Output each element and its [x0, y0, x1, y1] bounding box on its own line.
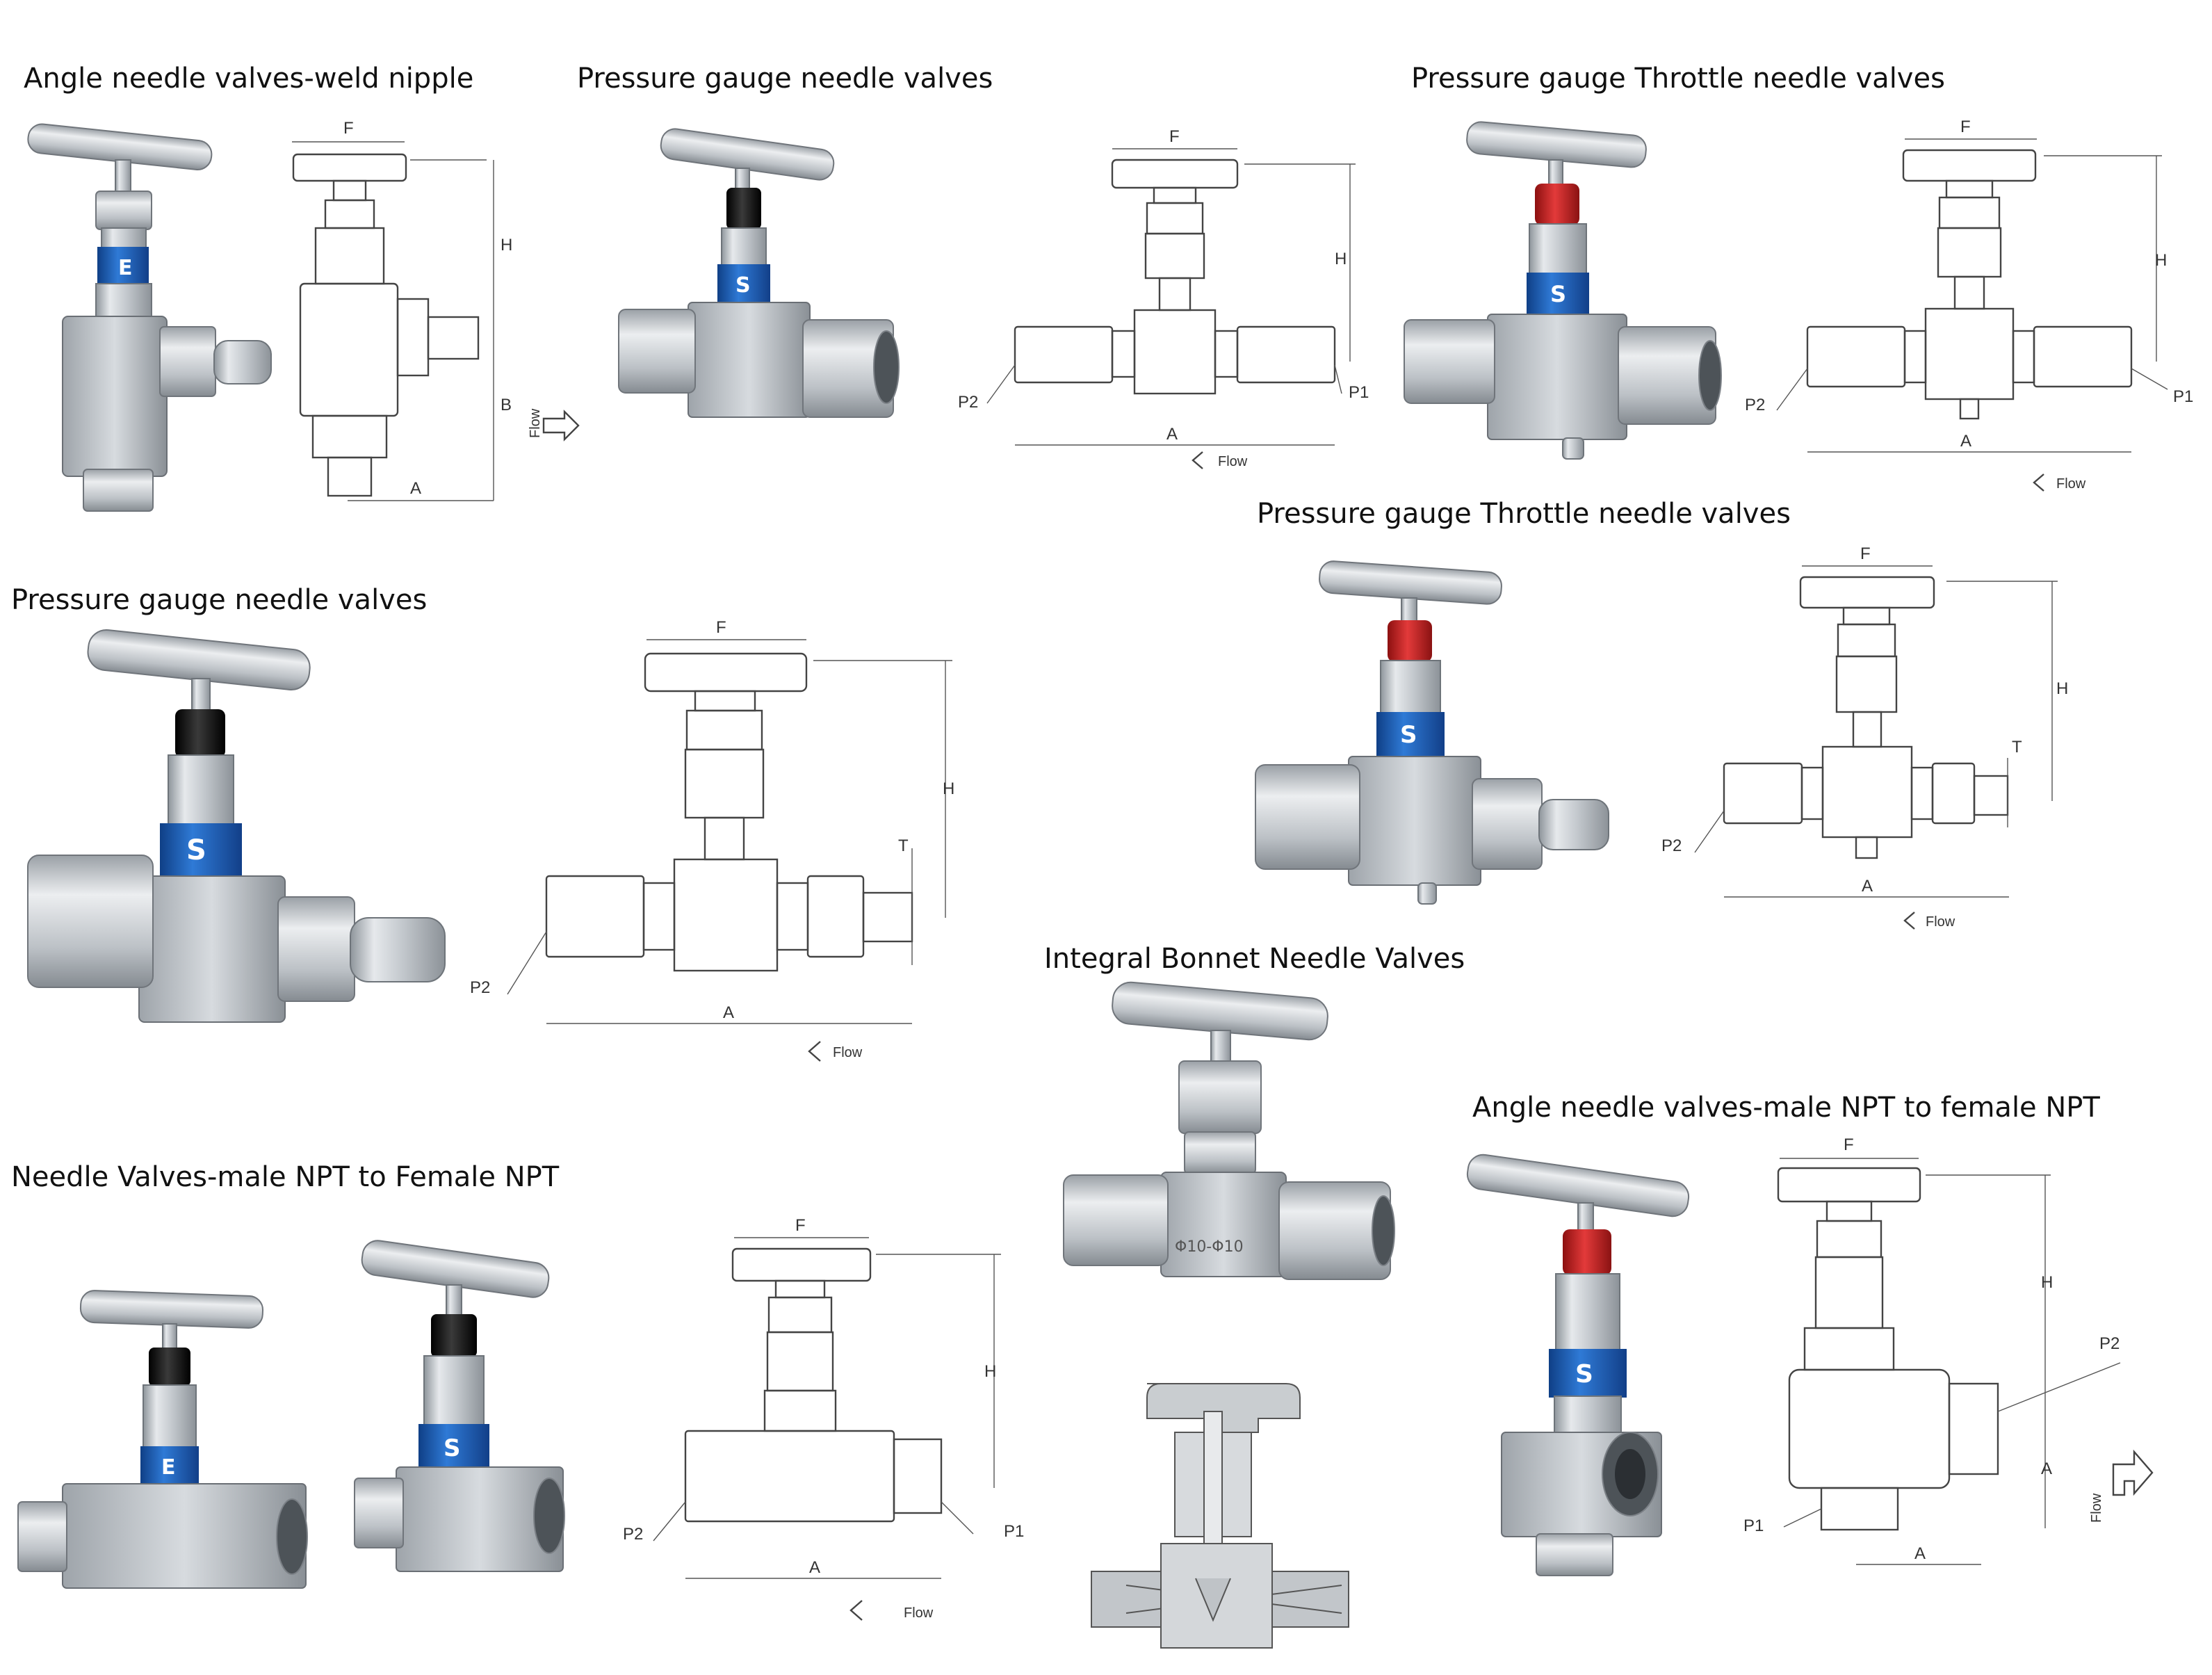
drawing-angle-weld-nipple: F H B A Flow — [292, 111, 598, 521]
label-p1-1: P1 — [1349, 383, 1369, 402]
label-p2-4: P2 — [470, 978, 490, 997]
label-p2-1: P2 — [958, 393, 978, 412]
label-p2-3: P2 — [1661, 836, 1682, 855]
label-p2-6: P2 — [623, 1525, 643, 1544]
photo-needle-npt-left: E — [14, 1279, 320, 1599]
dim-label-t-2: T — [898, 836, 909, 855]
dim-label-h-3: H — [2155, 251, 2167, 270]
drawing-integral-bonnet-section — [1084, 1370, 1363, 1669]
photo-angle-male-female-npt: S — [1460, 1147, 1703, 1578]
dim-label-h-2: H — [1335, 250, 1347, 268]
dim-label-f-7: F — [795, 1216, 806, 1235]
brand-mark-s-2: S — [1550, 281, 1566, 307]
dim-label-f-5: F — [716, 618, 726, 637]
dim-label-a-7: A — [1914, 1544, 1926, 1563]
flow-label-5: Flow — [833, 1045, 863, 1060]
dim-label-f-6: F — [1844, 1135, 1854, 1154]
photo-throttle-needle-mid: S — [1251, 560, 1620, 925]
label-p1-2: P1 — [2173, 387, 2193, 406]
dim-label-b: B — [501, 396, 512, 414]
brand-mark-e-2: E — [161, 1455, 176, 1480]
drawing-throttle-needle-top: F H A P2 P1 Flow — [1731, 118, 2211, 508]
dim-label-h-4: H — [2056, 679, 2068, 698]
title-throttle-needle-top: Pressure gauge Throttle needle valves — [1411, 63, 1945, 95]
brand-mark-s-5: S — [1575, 1360, 1593, 1389]
flow-label-3: Flow — [2056, 476, 2086, 492]
dim-label-f-3: F — [1960, 118, 1971, 136]
drawing-angle-male-female-npt: F H A P2 P1 A Flow — [1717, 1133, 2204, 1592]
size-mark: Φ10-Φ10 — [1175, 1238, 1244, 1256]
dim-label-a-2: A — [1166, 425, 1178, 444]
label-p2-5: P2 — [2099, 1334, 2120, 1353]
label-p1-3: P1 — [1743, 1516, 1764, 1535]
photo-integral-bonnet: Φ10-Φ10 — [1057, 973, 1397, 1321]
label-p2-2: P2 — [1745, 396, 1765, 414]
dim-label-h-6: H — [2041, 1273, 2053, 1292]
title-integral-bonnet: Integral Bonnet Needle Valves — [1044, 943, 1465, 975]
dim-label-a-1: A — [410, 479, 421, 498]
flow-label-1: Flow — [528, 408, 543, 438]
dim-label-f: F — [343, 119, 354, 138]
brand-mark-e-1: E — [118, 256, 133, 280]
drawing-needle-npt: F H A P2 P1 Flow — [612, 1210, 1029, 1627]
photo-pressure-gauge-needle-mid: S — [21, 619, 452, 1036]
dim-label-h-5: H — [943, 779, 954, 798]
dim-label-h-7: H — [984, 1362, 996, 1381]
drawing-throttle-needle-mid: F H T A P2 Flow — [1641, 542, 2072, 946]
dim-label-f-4: F — [1860, 544, 1871, 563]
flow-label-6: Flow — [2089, 1493, 2104, 1523]
dim-label-a-4: A — [1862, 877, 1873, 896]
photo-angle-weld-nipple: E — [14, 118, 278, 512]
title-pressure-gauge-needle-top: Pressure gauge needle valves — [577, 63, 993, 95]
dim-label-f-2: F — [1169, 127, 1180, 146]
title-throttle-needle-mid: Pressure gauge Throttle needle valves — [1257, 498, 1791, 530]
dim-label-h-1: H — [501, 236, 512, 254]
brand-mark-s-6: S — [444, 1434, 461, 1462]
drawing-pressure-gauge-needle-top: F H A P2 P1 Flow — [945, 125, 1376, 487]
brand-mark-s-4: S — [186, 834, 206, 866]
dim-label-a-3: A — [1960, 432, 1971, 451]
title-pressure-gauge-needle-mid: Pressure gauge needle valves — [11, 584, 428, 616]
photo-throttle-needle-top: S — [1397, 121, 1724, 466]
dim-label-t-1: T — [2012, 738, 2022, 756]
title-angle-male-female-npt: Angle needle valves-male NPT to female N… — [1472, 1092, 2100, 1124]
title-male-female-npt: Needle Valves-male NPT to Female NPT — [11, 1161, 560, 1193]
flow-label-7: Flow — [904, 1605, 934, 1621]
drawing-pressure-gauge-needle-mid: F H T A P2 Flow — [452, 612, 980, 1085]
brand-mark-s-3: S — [1400, 721, 1417, 749]
brand-mark-s-1: S — [735, 273, 751, 298]
label-p1-4: P1 — [1004, 1522, 1024, 1541]
dim-label-a-6: A — [2041, 1459, 2052, 1478]
flow-label-2: Flow — [1218, 454, 1248, 469]
dim-label-a-8: A — [809, 1558, 820, 1577]
dim-label-a-5: A — [723, 1003, 734, 1022]
title-angle-weld-nipple: Angle needle valves-weld nipple — [24, 63, 474, 95]
photo-needle-npt-right: S — [341, 1238, 577, 1585]
photo-pressure-gauge-needle-top: S — [612, 125, 904, 438]
flow-label-4: Flow — [1926, 914, 1955, 930]
